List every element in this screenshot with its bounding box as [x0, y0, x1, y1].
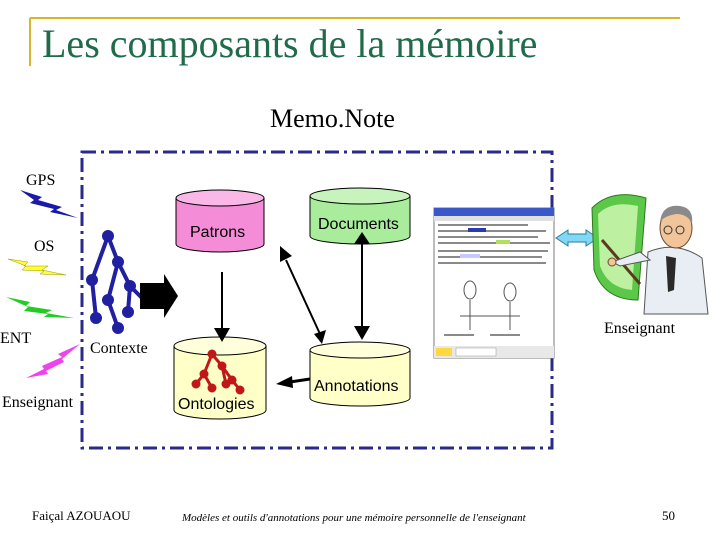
patrons-label: Patrons	[190, 224, 246, 241]
memory-frame	[80, 150, 554, 450]
context-arrow	[140, 274, 178, 318]
enseignant-bolt-icon	[26, 344, 80, 378]
annotations-to-ontologies-arrow	[276, 376, 311, 388]
slide-subtitle: Memo.Note	[270, 104, 395, 133]
source-label-ent: ENT	[0, 330, 32, 347]
context-tree-icon	[86, 230, 144, 334]
teacher-icon	[591, 194, 709, 315]
slide-title: Les composants de la mémoire	[42, 21, 538, 66]
gps-bolt-icon	[20, 190, 78, 218]
documents-to-annotations-arrow	[354, 232, 370, 340]
ontologies-label: Ontologies	[178, 396, 255, 413]
contexte-label: Contexte	[90, 340, 148, 357]
source-label-enseignant: Enseignant	[2, 394, 74, 411]
footer-caption: Modèles et outils d'annotations pour une…	[182, 512, 526, 524]
annotations-label: Annotations	[314, 378, 399, 395]
annotation-tool-screenshot	[433, 207, 555, 359]
patrons-to-ontologies-arrow	[214, 272, 230, 342]
ontologies-cylinder	[173, 336, 267, 420]
footer-author: Faiçal AZOUAOU	[32, 508, 131, 523]
annotations-cylinder	[309, 341, 411, 407]
ontology-tree-icon	[191, 349, 245, 395]
source-label-gps: GPS	[26, 172, 56, 189]
title-bracket	[29, 17, 680, 66]
memory-to-screenshot-arrow	[280, 246, 326, 344]
os-bolt-icon	[7, 258, 67, 276]
user-exchange-arrow	[555, 229, 599, 247]
user-label-enseignant: Enseignant	[604, 320, 676, 337]
page-number: 50	[662, 508, 675, 523]
ent-bolt-icon	[6, 297, 74, 318]
source-label-os: OS	[34, 238, 55, 255]
patrons-cylinder	[175, 189, 265, 253]
documents-label: Documents	[318, 216, 399, 233]
